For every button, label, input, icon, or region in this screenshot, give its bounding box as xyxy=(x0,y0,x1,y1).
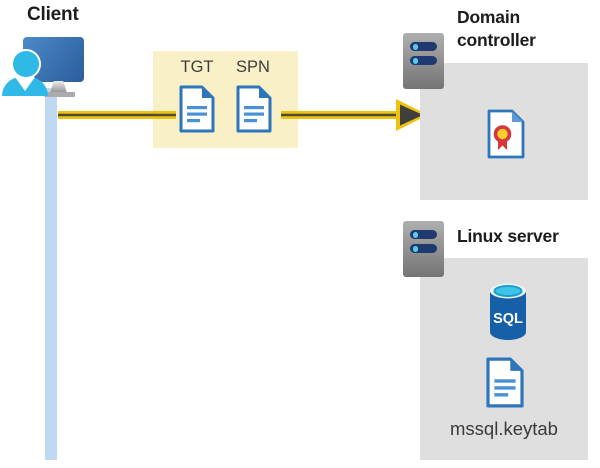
spn-label: SPN xyxy=(236,58,270,76)
tgt-label: TGT xyxy=(180,58,214,76)
domain-controller-label: Domain controller xyxy=(457,7,536,50)
sql-label: SQL xyxy=(493,311,523,327)
domain-controller-server-icon xyxy=(403,33,444,89)
monitor-stand-icon xyxy=(50,81,67,93)
client-connector-line xyxy=(45,88,57,460)
keytab-document-icon xyxy=(486,357,524,408)
linux-server-icon xyxy=(403,221,444,277)
client-label: Client xyxy=(27,4,79,25)
client-user-head-icon xyxy=(13,51,39,77)
tgt-document-icon xyxy=(179,85,215,133)
spn-document-icon xyxy=(236,85,272,133)
sql-database-icon: SQL xyxy=(490,283,526,340)
monitor-stand-base-icon xyxy=(44,92,75,97)
certificate-icon xyxy=(487,109,525,159)
linux-server-label: Linux server xyxy=(457,226,559,246)
keytab-filename-label: mssql.keytab xyxy=(450,418,558,439)
ticket-box xyxy=(153,51,298,148)
